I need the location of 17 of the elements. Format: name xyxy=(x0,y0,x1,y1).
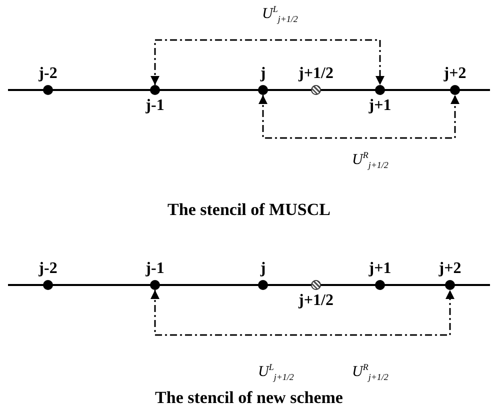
point-label: j-2 xyxy=(38,65,58,83)
point-label: j+1 xyxy=(368,260,392,278)
point-label: j+1 xyxy=(368,97,392,115)
point-label: j-2 xyxy=(38,260,58,278)
bracket-arrow xyxy=(150,39,384,85)
point-label: j xyxy=(259,260,267,278)
point-label: j-1 xyxy=(144,97,166,115)
caption: The stencil of MUSCL xyxy=(166,200,332,220)
bracket-arrow xyxy=(150,290,454,336)
point-label: j+2 xyxy=(442,65,468,83)
point-label: j-1 xyxy=(144,260,166,278)
bracket-arrow xyxy=(258,95,460,139)
point-label: j+1/2 xyxy=(297,292,334,310)
point-label: j xyxy=(259,65,267,83)
point-label: j+2 xyxy=(438,260,462,278)
caption: The stencil of new scheme xyxy=(154,388,344,408)
point-label: j+1/2 xyxy=(297,65,334,83)
